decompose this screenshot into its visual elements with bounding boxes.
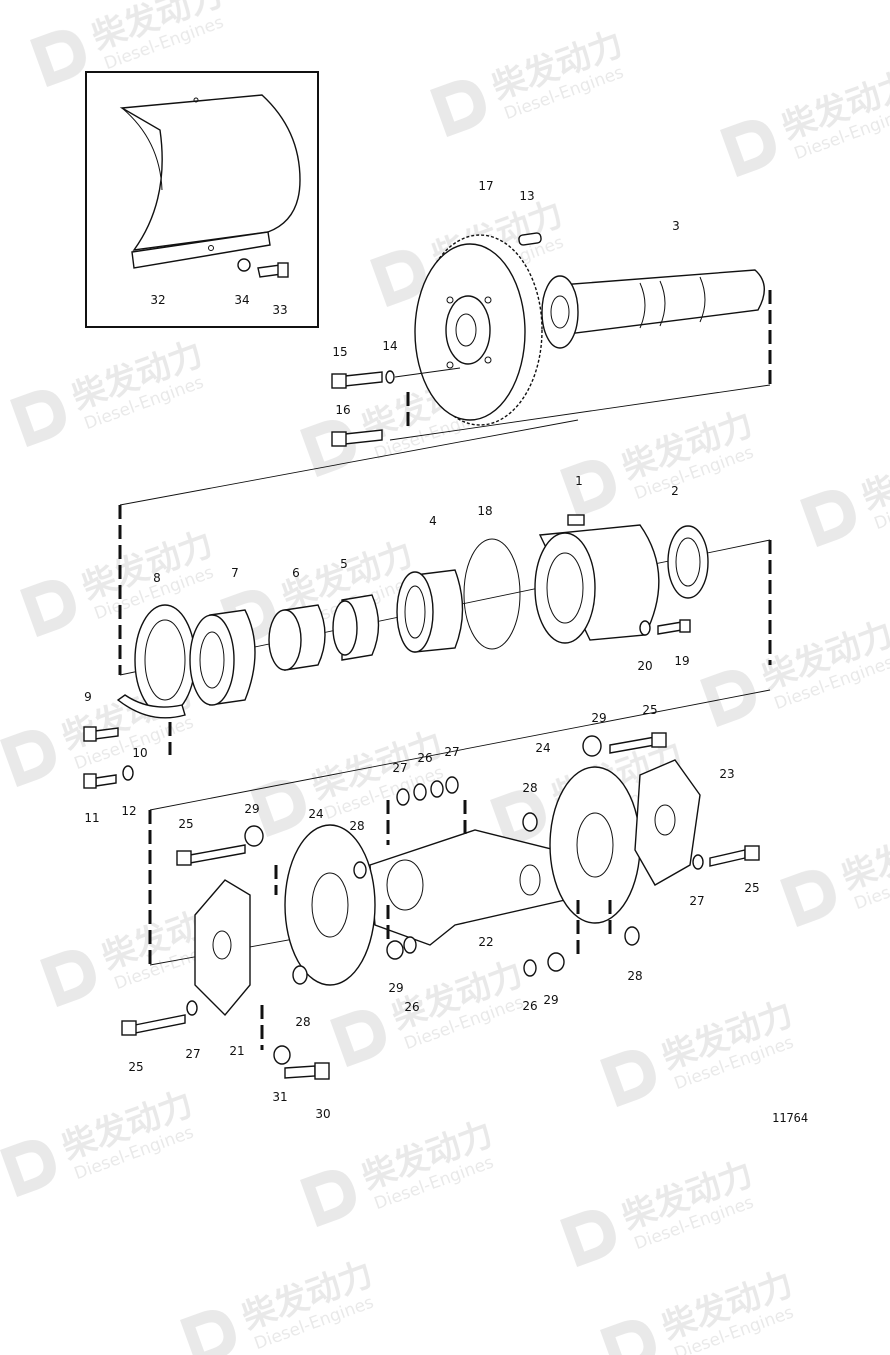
callout-label-9: 9 xyxy=(84,690,92,704)
callout-label-26: 26 xyxy=(522,999,537,1013)
callout-label-8: 8 xyxy=(153,571,161,585)
watermark-logo-icon xyxy=(180,1310,236,1355)
callout-label-27: 27 xyxy=(689,894,704,908)
callout-label-15: 15 xyxy=(332,345,347,359)
callout-label-25: 25 xyxy=(128,1060,143,1074)
callout-label-3: 3 xyxy=(672,219,680,233)
callout-label-26: 26 xyxy=(404,1000,419,1014)
bracket-assembly xyxy=(121,689,771,1080)
callout-label-28: 28 xyxy=(627,969,642,983)
watermark-logo-icon xyxy=(490,790,546,847)
callout-label-6: 6 xyxy=(292,566,300,580)
callout-label-27: 27 xyxy=(185,1047,200,1061)
camshaft-assembly xyxy=(331,232,772,447)
bearing-shell xyxy=(119,94,301,251)
callout-label-32: 32 xyxy=(150,293,165,307)
callout-label-22: 22 xyxy=(478,935,493,949)
watermark-logo-icon xyxy=(0,1140,56,1197)
watermark-logo-icon xyxy=(560,460,616,517)
callout-label-28: 28 xyxy=(295,1015,310,1029)
callout-label-31: 31 xyxy=(272,1090,287,1104)
callout-label-1: 1 xyxy=(575,474,583,488)
reference-number: 11764 xyxy=(772,1111,808,1125)
callout-label-29: 29 xyxy=(591,711,606,725)
watermark-logo-icon xyxy=(800,490,856,547)
watermark-logo-icon xyxy=(0,730,56,787)
callout-label-17: 17 xyxy=(478,179,493,193)
watermark-logo-icon xyxy=(600,1050,656,1107)
watermark-chinese: 柴发动力 xyxy=(857,434,890,518)
callout-label-24: 24 xyxy=(535,741,550,755)
callout-label-11: 11 xyxy=(84,811,99,825)
watermark-logo-icon xyxy=(30,30,86,87)
callout-label-27: 27 xyxy=(392,761,407,775)
callout-label-25: 25 xyxy=(642,703,657,717)
callout-label-28: 28 xyxy=(522,781,537,795)
watermark-logo-icon xyxy=(20,580,76,637)
callout-label-20: 20 xyxy=(637,659,652,673)
callout-label-12: 12 xyxy=(121,804,136,818)
callout-label-21: 21 xyxy=(229,1044,244,1058)
callout-label-23: 23 xyxy=(719,767,734,781)
callout-label-19: 19 xyxy=(674,654,689,668)
callout-label-26: 26 xyxy=(417,751,432,765)
watermark-logo-icon xyxy=(300,420,356,477)
watermark-logo-icon xyxy=(40,950,96,1007)
callout-label-18: 18 xyxy=(477,504,492,518)
callout-label-33: 33 xyxy=(272,303,287,317)
washer-icon xyxy=(237,258,251,272)
callout-label-4: 4 xyxy=(429,514,437,528)
callout-label-25: 25 xyxy=(178,817,193,831)
callout-label-5: 5 xyxy=(340,557,348,571)
watermark-logo-icon xyxy=(250,780,306,837)
watermark-logo-icon xyxy=(560,1210,616,1267)
callout-label-24: 24 xyxy=(308,807,323,821)
callout-label-34: 34 xyxy=(234,293,249,307)
watermark-logo-icon xyxy=(720,120,776,177)
watermark-logo-icon xyxy=(370,250,426,307)
callout-label-29: 29 xyxy=(388,981,403,995)
callout-label-14: 14 xyxy=(382,339,397,353)
callout-label-29: 29 xyxy=(244,802,259,816)
callout-label-16: 16 xyxy=(335,403,350,417)
watermark-logo-icon xyxy=(10,390,66,447)
watermark-logo-icon xyxy=(780,870,836,927)
watermark-logo-icon xyxy=(330,1010,386,1067)
inset-box xyxy=(85,71,319,328)
callout-label-29: 29 xyxy=(543,993,558,1007)
callout-label-30: 30 xyxy=(315,1107,330,1121)
watermark-logo-icon xyxy=(300,1170,356,1227)
callout-label-13: 13 xyxy=(519,189,534,203)
watermark-logo-icon xyxy=(700,670,756,727)
callout-label-10: 10 xyxy=(132,746,147,760)
callout-label-28: 28 xyxy=(349,819,364,833)
bearing-housing-assembly xyxy=(83,419,772,789)
callout-label-7: 7 xyxy=(231,566,239,580)
watermark-logo-icon xyxy=(430,80,486,137)
callout-label-2: 2 xyxy=(671,484,679,498)
callout-label-25: 25 xyxy=(744,881,759,895)
watermark-logo-icon xyxy=(600,1320,656,1355)
callout-label-27: 27 xyxy=(444,745,459,759)
